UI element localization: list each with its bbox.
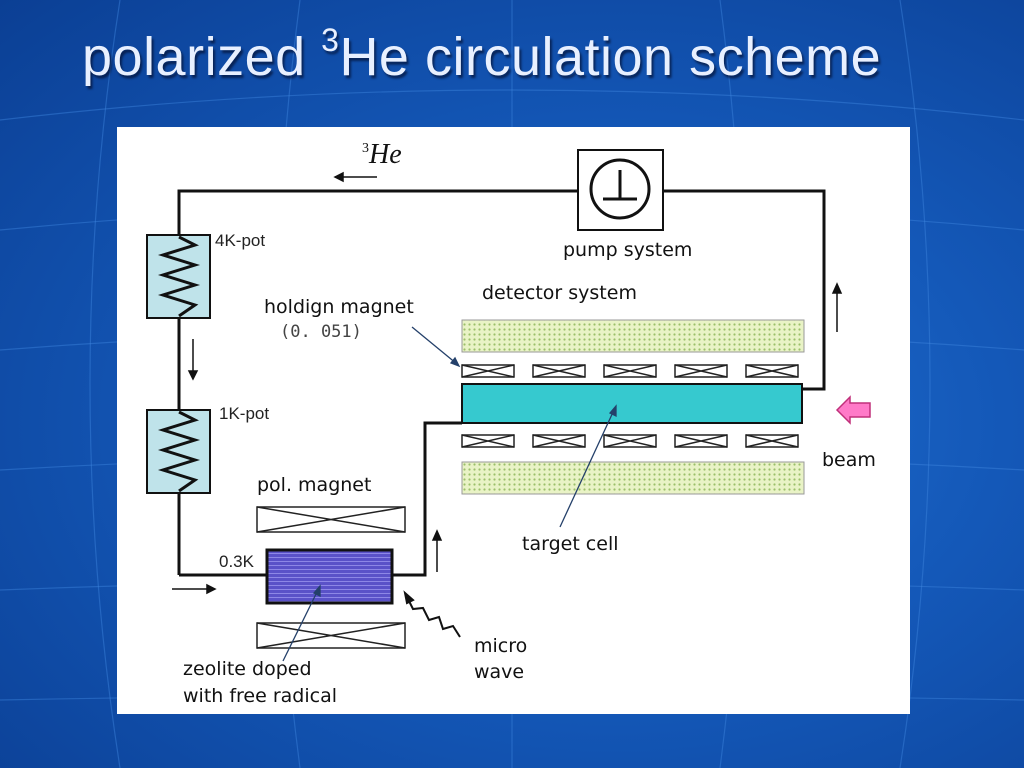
- beam-label: beam: [822, 449, 876, 471]
- helium-superscript: 3: [362, 141, 369, 156]
- pot-1k-label: 1K-pot: [219, 404, 270, 423]
- beam-arrow-icon: [835, 395, 871, 425]
- flow-arrow-icon: [172, 171, 843, 595]
- zigzag-microwave-icon: [403, 590, 461, 638]
- temp-03k-label: 0.3K: [219, 552, 254, 571]
- title-suffix: He circulation scheme: [339, 27, 882, 87]
- holding-magnet-coils-upper: [461, 364, 799, 378]
- pot-1k-exchanger: [146, 409, 211, 494]
- slide-title: polarized 3He circulation scheme: [82, 22, 882, 88]
- micro-wave-label-line2: wave: [474, 661, 525, 683]
- holding-magnet-coils-lower: [461, 434, 799, 448]
- coil-icon: [157, 235, 201, 318]
- target-cell: [461, 383, 803, 424]
- detector-upper: [461, 319, 805, 353]
- helium-3-label: 3He: [362, 139, 402, 171]
- pol-magnet-label: pol. magnet: [257, 474, 372, 496]
- holding-magnet-label: holdign magnet: [264, 296, 414, 318]
- pol-magnet-coils: [256, 506, 406, 649]
- pointer-lines: [282, 326, 617, 662]
- pump-symbol: [577, 149, 664, 231]
- zeolite-label-line1: zeolite doped: [183, 658, 312, 680]
- title-prefix: polarized: [82, 27, 322, 87]
- micro-wave-label-line1: micro: [474, 635, 528, 657]
- title-superscript: 3: [321, 22, 340, 58]
- pot-4k-label: 4K-pot: [215, 231, 266, 250]
- target-cell-label: target cell: [522, 533, 619, 555]
- circulation-diagram: [146, 149, 871, 662]
- detector-lower: [461, 461, 805, 495]
- detector-system-label: detector system: [482, 282, 637, 304]
- pump-system-label: pump system: [563, 239, 693, 261]
- holding-magnet-value: (0. 051): [280, 322, 362, 342]
- diagram-panel: 3He pump system detector system holdign …: [117, 127, 910, 714]
- helium-text: He: [369, 139, 402, 170]
- zeolite-cell: [265, 548, 394, 605]
- zeolite-label-line2: with free radical: [183, 685, 338, 707]
- pot-4k-exchanger: [146, 234, 211, 319]
- coil-icon: [157, 410, 201, 493]
